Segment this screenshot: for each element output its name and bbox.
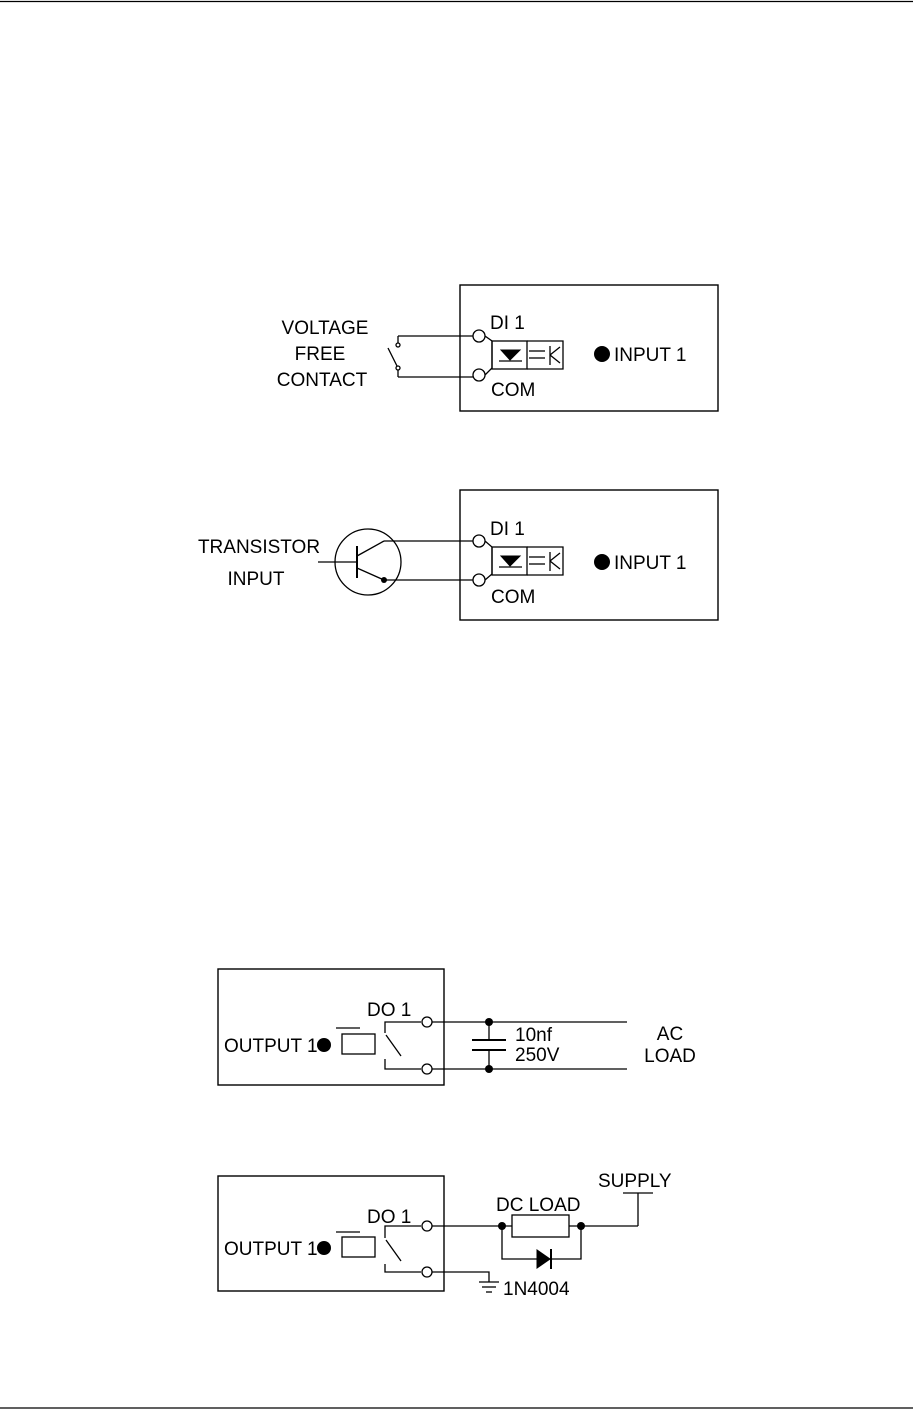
output-terminal-label-2: DO 1 [367, 1207, 411, 1228]
output-terminal-b-2 [422, 1267, 432, 1277]
output-terminal-b [422, 1064, 432, 1074]
terminal-com [473, 369, 485, 381]
optocoupler-icon-2 [485, 541, 563, 580]
input-indicator-label: INPUT 1 [614, 345, 687, 366]
capacitor-icon [472, 1022, 506, 1069]
output-terminal-a [422, 1017, 432, 1027]
relay-contact-icon-2 [385, 1226, 421, 1272]
terminal-com-label-2: COM [491, 587, 535, 608]
terminal-di1-label: DI 1 [490, 313, 525, 334]
relay-coil-icon-2 [336, 1232, 375, 1257]
diagram-ac-output: DO 1 OUTPUT 1 10nf 250V AC L [218, 969, 696, 1085]
transistor-label-line-2: INPUT [228, 569, 285, 590]
diode-label: 1N4004 [503, 1279, 570, 1300]
optocoupler-icon [485, 336, 563, 375]
terminal-com-label: COM [491, 380, 535, 401]
ground-icon [432, 1272, 499, 1292]
output-indicator-label: OUTPUT 1 [224, 1036, 318, 1057]
supply-label: SUPPLY [598, 1171, 672, 1192]
ac-load-label-line-2: LOAD [644, 1046, 696, 1067]
output-led-icon [317, 1038, 331, 1052]
supply-terminal-icon [623, 1193, 653, 1226]
input-indicator-label-2: INPUT 1 [614, 553, 687, 574]
transistor-label-line-1: TRANSISTOR [198, 537, 320, 558]
switch-contact-symbol [388, 336, 400, 377]
output-indicator-label-2: OUTPUT 1 [224, 1239, 318, 1260]
capacitor-value: 10nf [515, 1025, 553, 1046]
input-led-icon [594, 346, 610, 362]
vfc-label-line-1: VOLTAGE [282, 318, 369, 339]
dc-load-resistor [512, 1215, 569, 1237]
vfc-label-line-3: CONTACT [277, 370, 368, 391]
terminal-di1-label-2: DI 1 [490, 519, 525, 540]
capacitor-voltage: 250V [515, 1045, 560, 1066]
ac-load-label-line-1: AC [657, 1024, 683, 1045]
diagram-transistor-input: TRANSISTOR INPUT DI 1 COM [198, 490, 718, 620]
output-module-box [218, 969, 444, 1085]
relay-contact-icon [385, 1022, 421, 1069]
transistor-icon [318, 529, 401, 595]
vfc-label-line-2: FREE [295, 344, 346, 365]
output-terminal-a-2 [422, 1221, 432, 1231]
diagram-dc-output: DO 1 OUTPUT 1 DC LOAD 1N4004 [218, 1171, 672, 1300]
output-terminal-label: DO 1 [367, 1000, 411, 1021]
terminal-di1 [473, 330, 485, 342]
terminal-com-2 [473, 574, 485, 586]
output-module-box-2 [218, 1176, 444, 1291]
terminal-di1-2 [473, 535, 485, 547]
relay-coil-icon [336, 1028, 375, 1054]
output-led-icon-2 [317, 1241, 331, 1255]
diagram-voltage-free-contact: VOLTAGE FREE CONTACT DI 1 COM [277, 285, 718, 411]
input-led-icon-2 [594, 554, 610, 570]
dc-load-label: DC LOAD [496, 1195, 580, 1216]
